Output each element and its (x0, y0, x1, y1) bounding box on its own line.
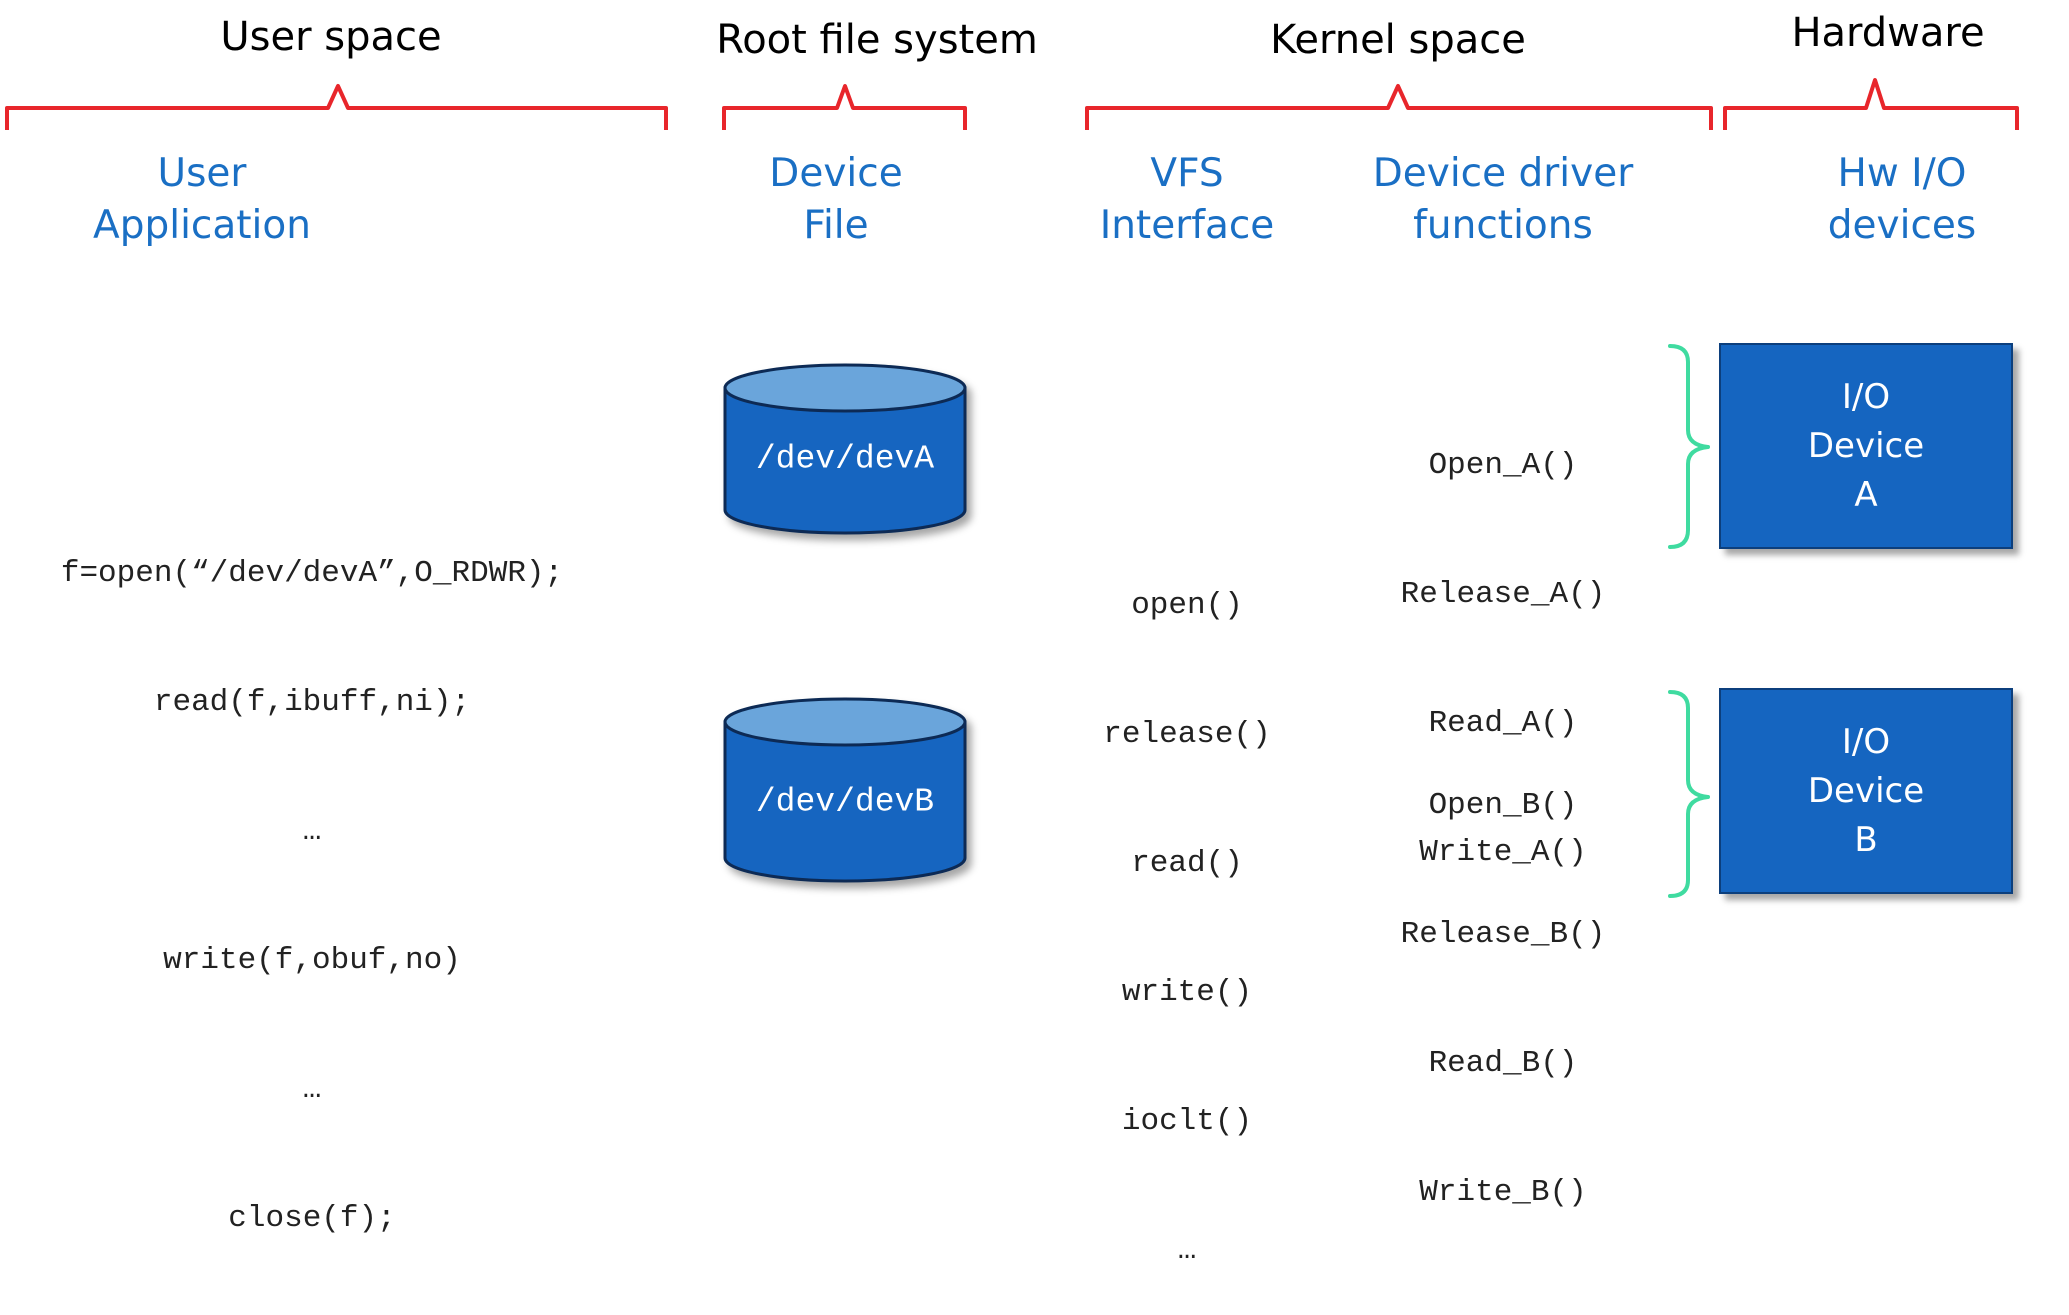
driver-functions-b: Open_B() Release_B() Read_B() Write_B() (1363, 698, 1643, 1257)
brace-device-a (1668, 344, 1710, 549)
device-file-cylinders (723, 344, 1710, 898)
driver-read-b: Read_B() (1428, 1046, 1578, 1081)
code-line-close: close(f); (228, 1201, 396, 1236)
vfs-open: open() (1131, 588, 1243, 623)
section-title-user-space: User space (220, 14, 442, 60)
device-file-label-b: /dev/devB (755, 783, 935, 821)
cylinder-dev-a (723, 363, 967, 535)
section-title-hardware: Hardware (1791, 10, 1985, 56)
driver-release-b: Release_B() (1400, 917, 1606, 952)
bracket-hardware (1723, 78, 2019, 130)
code-line-read: read(f,ibuff,ni); (153, 685, 471, 720)
driver-open-a: Open_A() (1428, 448, 1578, 483)
bracket-root-fs (722, 84, 967, 130)
section-brackets (5, 78, 2019, 130)
driver-release-a: Release_A() (1400, 577, 1606, 612)
vfs-release: release() (1103, 717, 1271, 752)
code-line-open: f=open(“/dev/devA”,O_RDWR); (60, 556, 564, 591)
code-line-ellipsis-2: … (302, 1072, 322, 1107)
section-title-root-fs: Root file system (716, 17, 1038, 63)
vfs-write: write() (1121, 975, 1253, 1010)
driver-read-a: Read_A() (1428, 706, 1578, 741)
vfs-ioctl: ioclt() (1121, 1104, 1253, 1139)
driver-write-b: Write_B() (1419, 1175, 1587, 1210)
brace-device-b (1668, 690, 1710, 898)
vfs-ellipsis: … (1177, 1233, 1197, 1268)
section-title-kernel-space: Kernel space (1270, 17, 1526, 63)
bracket-kernel-space (1085, 84, 1713, 130)
cylinder-dev-b (723, 697, 967, 883)
bracket-user-space (5, 84, 668, 130)
driver-write-a: Write_A() (1419, 835, 1587, 870)
vfs-read: read() (1131, 846, 1243, 881)
code-line-ellipsis-1: … (302, 814, 322, 849)
driver-open-b: Open_B() (1428, 788, 1578, 823)
driver-functions-a: Open_A() Release_A() Read_A() Write_A() (1363, 358, 1643, 917)
device-file-label-a: /dev/devA (755, 440, 935, 478)
vfs-function-list: open() release() read() write() ioclt() … (1087, 498, 1287, 1315)
